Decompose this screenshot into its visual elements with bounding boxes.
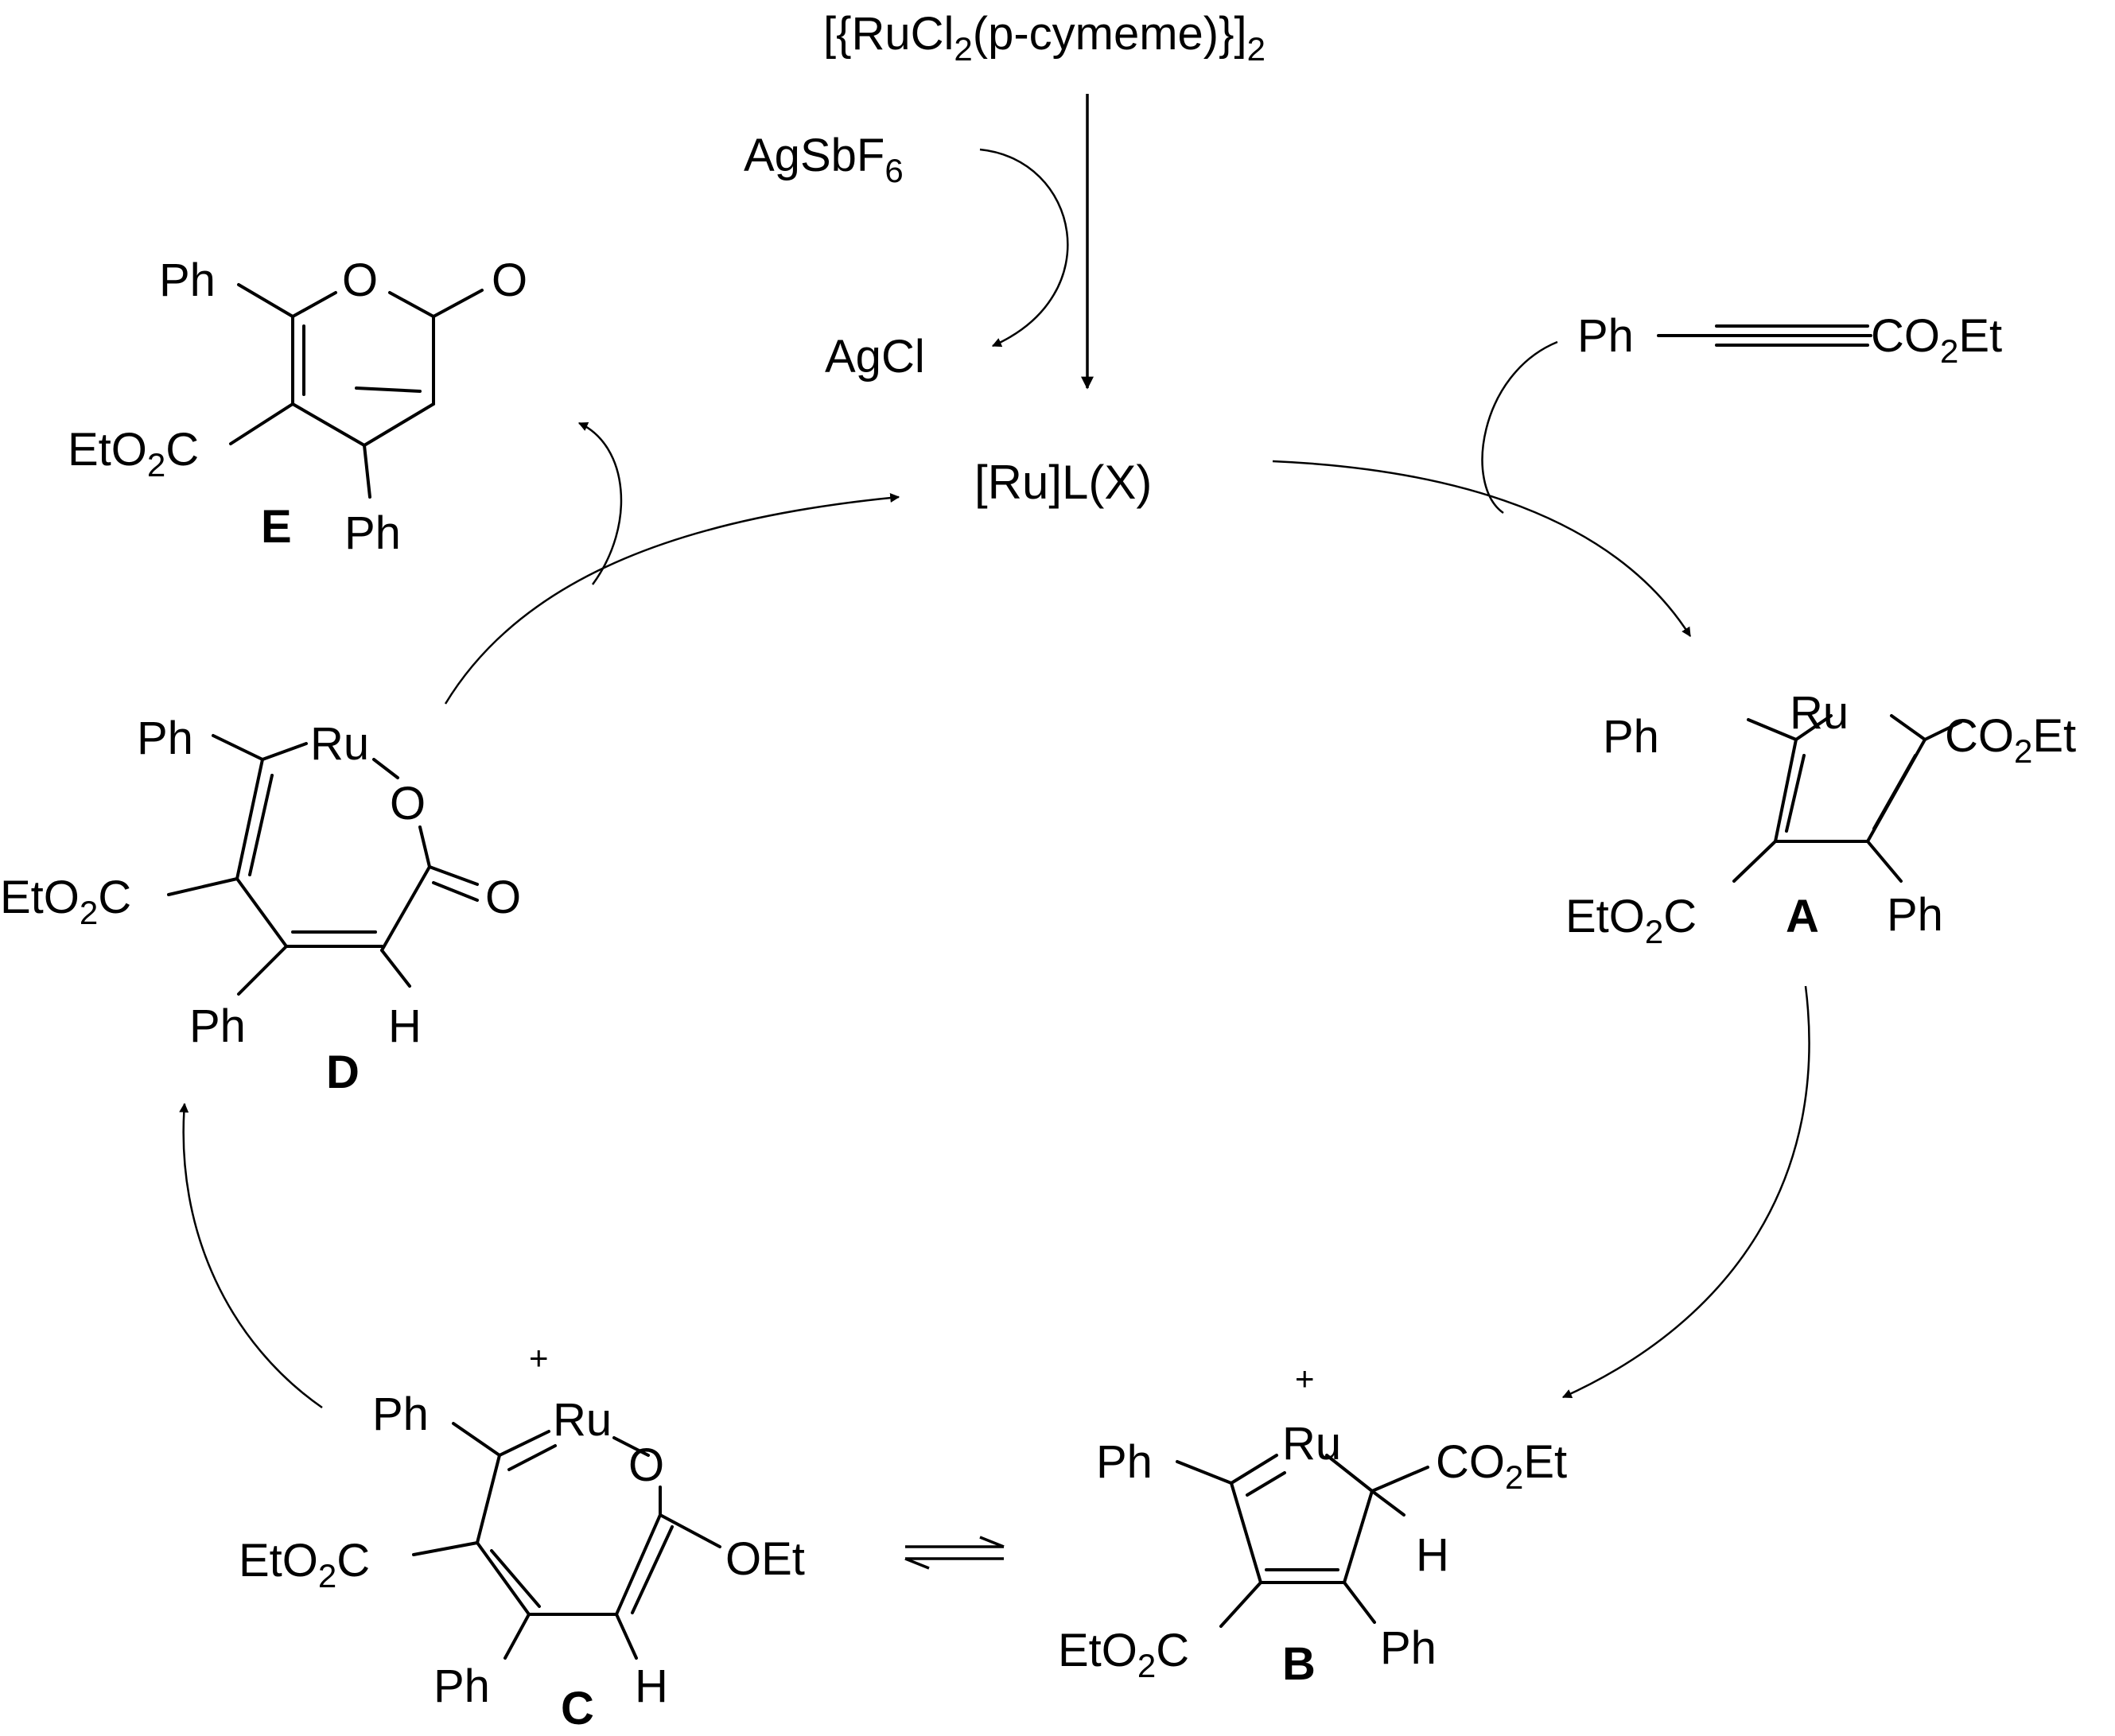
agcl-label: AgCl <box>825 331 925 383</box>
C-o: O <box>628 1439 664 1491</box>
C-ph-bottom: Ph <box>433 1660 490 1712</box>
arrow-catalyst-to-A <box>1272 460 1692 638</box>
D-h: H <box>388 1000 422 1052</box>
A-ru: Ru <box>1790 687 1849 739</box>
D-carbonyl-o: O <box>485 872 521 923</box>
A-ester-right: CO2Et <box>1945 710 2076 770</box>
agsbf6-label: AgSbF6 <box>744 130 904 189</box>
arrow-A-to-B <box>1561 985 1810 1399</box>
precatalyst-formula: [{RuCl2(p-cymeme)}]2 <box>823 8 1266 68</box>
D-ph-bottom: Ph <box>189 1000 246 1052</box>
A-ph-left: Ph <box>1603 711 1659 763</box>
D-ring-o: O <box>390 778 426 829</box>
equilibrium-arrows <box>904 1536 1005 1570</box>
B-ester-left: EtO2C <box>1058 1625 1189 1684</box>
D-ru: Ru <box>310 718 369 770</box>
E-ph-top: Ph <box>159 254 216 306</box>
label-C: C <box>561 1683 594 1734</box>
label-D: D <box>326 1047 360 1098</box>
activation-curved-arrow <box>979 148 1069 348</box>
B-h: H <box>1416 1529 1449 1581</box>
label-B: B <box>1282 1638 1316 1690</box>
alkyne-addition-arc <box>1481 340 1558 515</box>
B-ru: Ru <box>1282 1418 1341 1470</box>
B-ph-bottom: Ph <box>1380 1622 1437 1674</box>
C-oet: OEt <box>725 1533 805 1585</box>
E-ph-bottom: Ph <box>344 507 401 559</box>
B-plus: + <box>1295 1360 1315 1397</box>
arrow-D-to-catalyst <box>444 493 900 705</box>
alkyne-ester-label: CO2Et <box>1871 310 2002 370</box>
B-ester-right: CO2Et <box>1436 1436 1567 1496</box>
B-ph-left: Ph <box>1096 1436 1153 1488</box>
C-h: H <box>635 1660 668 1712</box>
alkyne-substrate: Ph CO2Et <box>1481 310 2002 515</box>
catalyst-label: [Ru]L(X) <box>974 456 1152 509</box>
precatalyst-group: [{RuCl2(p-cymeme)}]2 AgSbF6 AgCl [Ru]L(X… <box>744 8 1266 509</box>
C-ru: Ru <box>553 1394 612 1446</box>
A-ester-left: EtO2C <box>1565 891 1697 950</box>
structure-D: Ph Ru O O EtO2C Ph H D <box>0 713 521 1098</box>
C-ester-left: EtO2C <box>239 1535 370 1594</box>
A-ph-bottom: Ph <box>1887 889 1943 941</box>
structure-E: Ph O O EtO2C Ph E <box>68 254 527 559</box>
C-ph-left: Ph <box>372 1388 429 1440</box>
arrow-C-to-D <box>179 1102 323 1409</box>
E-carbonyl-o: O <box>492 254 527 306</box>
E-ring-o: O <box>342 254 378 306</box>
structure-A: Ph Ru CO2Et EtO2C A Ph <box>1565 687 2076 950</box>
label-E: E <box>261 501 292 553</box>
label-A: A <box>1786 891 1819 942</box>
D-ester: EtO2C <box>0 872 131 931</box>
alkyne-ph-label: Ph <box>1577 310 1634 362</box>
D-ph-top: Ph <box>137 713 193 764</box>
arrow-to-E <box>577 421 623 585</box>
C-plus: + <box>529 1339 549 1377</box>
E-ester: EtO2C <box>68 424 199 484</box>
structure-C: + Ph Ru O OEt EtO2C Ph C H <box>239 1339 805 1734</box>
structure-B: + Ph Ru CO2Et H EtO2C B Ph <box>1058 1360 1567 1690</box>
